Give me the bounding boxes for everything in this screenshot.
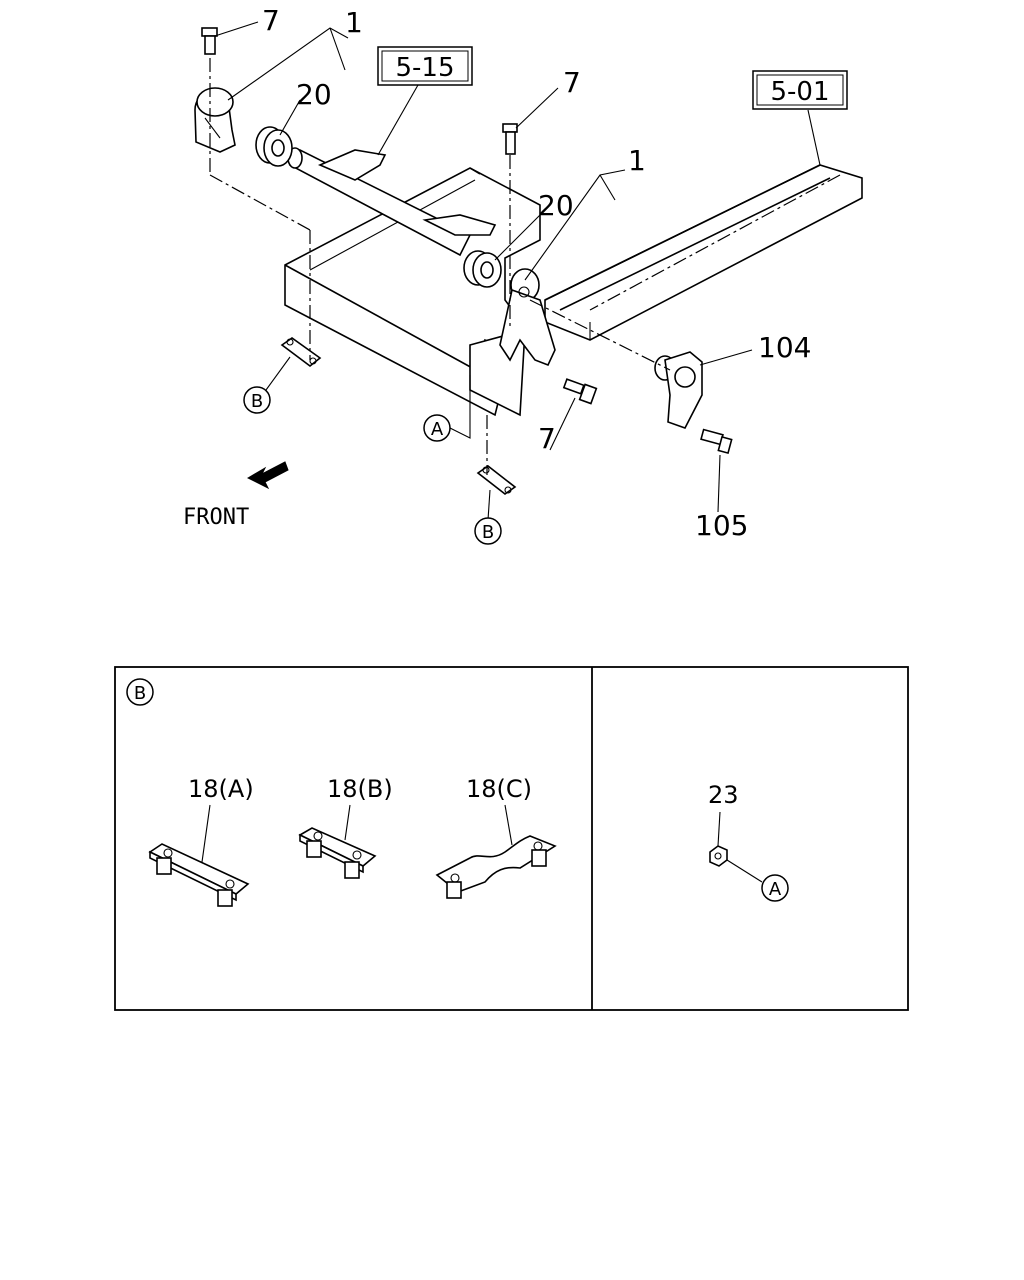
bolt-rear xyxy=(700,428,733,455)
circle-mark-a-center: A xyxy=(423,414,451,442)
callout-bracket-rear: 104 xyxy=(758,331,811,364)
plate-18a xyxy=(148,843,250,907)
ref-frame-label: 5-01 xyxy=(770,77,829,107)
plate-18b xyxy=(298,827,377,879)
bolt-center-top xyxy=(502,123,518,155)
circle-mark-b-center: B xyxy=(474,517,502,545)
callout-bushing-right: 20 xyxy=(538,189,574,222)
circle-mark-b-left: B xyxy=(243,386,271,414)
plate-18c xyxy=(435,835,557,899)
callout-bolt-center-top: 7 xyxy=(563,66,581,99)
bolt-center-low xyxy=(562,378,598,405)
svg-text:B: B xyxy=(482,522,494,543)
bushing-left xyxy=(255,126,293,167)
front-label: FRONT xyxy=(183,505,249,530)
center-lines xyxy=(209,58,841,475)
callout-bolt-center-low: 7 xyxy=(538,422,556,455)
callout-bushing-left: 20 xyxy=(296,78,332,111)
frame-rail xyxy=(544,164,863,341)
bushing-right xyxy=(463,250,502,288)
svg-text:B: B xyxy=(134,683,146,704)
label-18b: 18(B) xyxy=(327,775,393,803)
leader-lines xyxy=(214,21,821,521)
label-18a: 18(A) xyxy=(188,775,254,803)
label-23: 23 xyxy=(708,781,739,809)
bracket-rear xyxy=(654,351,703,429)
callout-bracket-left: 1 xyxy=(345,6,363,39)
callout-bracket-right: 1 xyxy=(628,144,646,177)
ref-crossmember-label: 5-15 xyxy=(395,53,454,83)
front-arrow-icon xyxy=(246,461,289,490)
stabilizer-shaft xyxy=(287,147,497,257)
callout-bolt-left-top: 7 xyxy=(262,4,280,37)
ref-box-frame: 5-01 xyxy=(752,70,848,110)
bolt-left-top xyxy=(201,27,218,55)
bracket-right xyxy=(499,268,556,367)
detail-b-marker: B xyxy=(126,678,154,706)
bracket-left xyxy=(194,87,236,153)
clip-left xyxy=(280,337,322,368)
cross-member xyxy=(284,167,541,417)
svg-text:B: B xyxy=(251,391,263,412)
svg-text:A: A xyxy=(431,419,444,440)
clip-center xyxy=(476,465,517,495)
ref-box-crossmember: 5-15 xyxy=(377,46,473,86)
detail-a-marker: A xyxy=(761,874,789,902)
detail-box xyxy=(114,666,909,1011)
svg-text:A: A xyxy=(769,879,782,900)
label-18c: 18(C) xyxy=(466,775,532,803)
callout-bolt-rear: 105 xyxy=(695,509,748,542)
